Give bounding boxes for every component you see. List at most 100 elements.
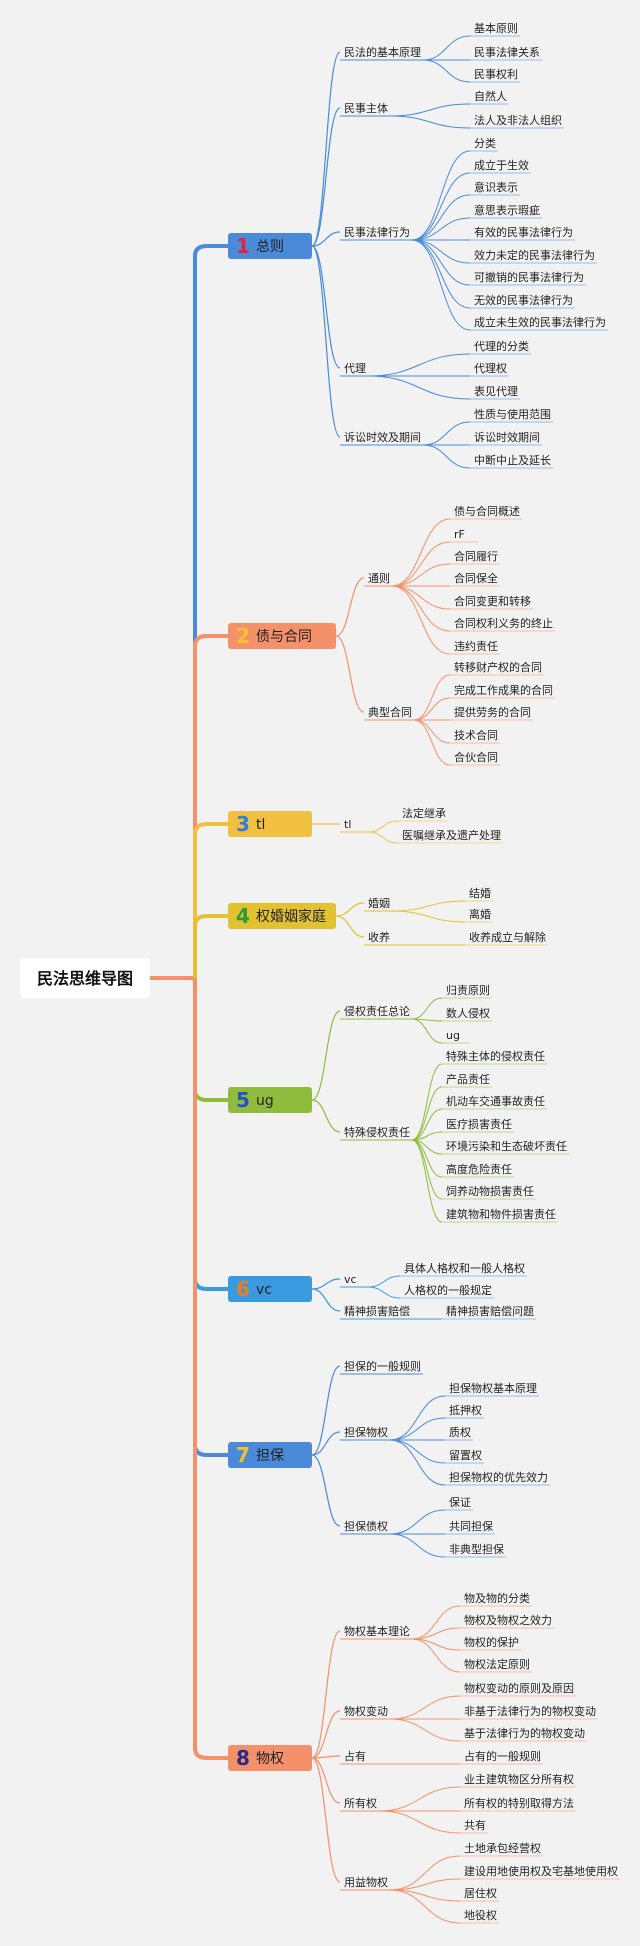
subtopic-node[interactable]: 特殊侵权责任 — [344, 1125, 410, 1139]
leaf-node[interactable]: 收养成立与解除 — [469, 930, 546, 944]
subtopic-node[interactable]: tl — [344, 818, 351, 831]
leaf-node[interactable]: 担保物权基本原理 — [449, 1381, 537, 1395]
subtopic-node[interactable]: 通则 — [368, 572, 390, 585]
leaf-node[interactable]: 无效的民事法律行为 — [474, 293, 573, 307]
subtopic-node[interactable]: 民法的基本原理 — [344, 45, 421, 59]
subtopic-node[interactable]: 担保物权 — [344, 1425, 388, 1439]
leaf-node[interactable]: 表见代理 — [474, 384, 518, 398]
subtopic-node[interactable]: 代理 — [344, 362, 366, 375]
leaf-node[interactable]: 非典型担保 — [449, 1542, 504, 1556]
leaf-node[interactable]: 医疗损害责任 — [446, 1117, 512, 1131]
leaf-node[interactable]: 物权及物权之效力 — [464, 1613, 552, 1627]
leaf-node[interactable]: 民事权利 — [474, 68, 518, 81]
leaf-node[interactable]: rF — [454, 528, 465, 541]
leaf-node[interactable]: 人格权的一般规定 — [404, 1283, 492, 1297]
leaf-node[interactable]: 法定继承 — [402, 806, 446, 820]
leaf-node[interactable]: 担保物权的优先效力 — [449, 1470, 548, 1484]
subtopic-node[interactable]: 精神损害赔偿 — [344, 1304, 410, 1318]
leaf-node[interactable]: 提供劳务的合同 — [454, 705, 531, 719]
leaf-node[interactable]: 离婚 — [469, 907, 491, 921]
leaf-node[interactable]: 所有权的特别取得方法 — [464, 1796, 574, 1810]
leaf-node[interactable]: 结婚 — [469, 886, 491, 900]
leaf-node[interactable]: 意思表示瑕疵 — [474, 203, 540, 217]
leaf-node[interactable]: 归责原则 — [446, 983, 490, 997]
leaf-node[interactable]: 完成工作成果的合同 — [454, 683, 553, 697]
subtopic-node[interactable]: 诉讼时效及期间 — [344, 430, 421, 444]
leaf-node[interactable]: 环境污染和生态破坏责任 — [446, 1139, 567, 1153]
leaf-node[interactable]: ug — [446, 1029, 460, 1042]
leaf-node[interactable]: 合同变更和转移 — [454, 594, 531, 608]
leaf-node[interactable]: 留置权 — [449, 1449, 482, 1462]
leaf-node[interactable]: 机动车交通事故责任 — [446, 1094, 545, 1108]
leaf-node[interactable]: 意识表示 — [474, 180, 518, 194]
subtopic-node[interactable]: 占有 — [344, 1749, 366, 1763]
subtopic-node[interactable]: 侵权责任总论 — [344, 1004, 410, 1018]
subtopic-node[interactable]: 婚姻 — [368, 896, 390, 910]
subtopic-node[interactable]: 物权基本理论 — [344, 1624, 410, 1638]
leaf-node[interactable]: 特殊主体的侵权责任 — [446, 1049, 545, 1063]
subtopic-node[interactable]: 收养 — [368, 930, 390, 944]
leaf-node[interactable]: 技术合同 — [454, 728, 498, 742]
leaf-node[interactable]: 合同保全 — [454, 571, 498, 585]
leaf-node[interactable]: 可撤销的民事法律行为 — [474, 270, 584, 284]
subtopic-node[interactable]: vc — [344, 1273, 357, 1286]
leaf-node[interactable]: 饲养动物损害责任 — [446, 1184, 534, 1198]
leaf-node[interactable]: 性质与使用范围 — [474, 407, 551, 421]
leaf-node[interactable]: 基于法律行为的物权变动 — [464, 1726, 585, 1740]
leaf-node[interactable]: 诉讼时效期间 — [474, 430, 540, 444]
leaf-node[interactable]: 自然人 — [474, 89, 507, 103]
leaf-node[interactable]: 保证 — [449, 1495, 471, 1509]
leaf-node[interactable]: 居住权 — [464, 1886, 497, 1900]
leaf-node[interactable]: 共有 — [464, 1818, 486, 1832]
subtopic-node[interactable]: 民事法律行为 — [344, 225, 410, 239]
leaf-node[interactable]: 物权变动的原则及原因 — [464, 1681, 574, 1695]
leaf-node[interactable]: 业主建筑物区分所有权 — [464, 1772, 574, 1786]
leaf-node[interactable]: 物权法定原则 — [464, 1657, 530, 1671]
leaf-node[interactable]: 转移财产权的合同 — [454, 660, 542, 674]
leaf-node[interactable]: 建筑物和物件损害责任 — [446, 1207, 556, 1221]
leaf-node[interactable]: 产品责任 — [446, 1072, 490, 1086]
leaf-node[interactable]: 有效的民事法律行为 — [474, 225, 573, 239]
subtopic-node[interactable]: 担保债权 — [344, 1519, 388, 1533]
leaf-node[interactable]: 质权 — [449, 1426, 471, 1439]
leaf-node[interactable]: 地役权 — [464, 1908, 497, 1922]
leaf-node[interactable]: 数人侵权 — [446, 1007, 490, 1020]
leaf-node[interactable]: 代理的分类 — [474, 339, 529, 353]
leaf-node[interactable]: 中断中止及延长 — [474, 453, 551, 467]
leaf-node[interactable]: 土地承包经营权 — [464, 1841, 541, 1855]
leaf-node[interactable]: 医嘱继承及遗产处理 — [402, 828, 501, 842]
leaf-node[interactable]: 物及物的分类 — [464, 1591, 530, 1605]
leaf-node[interactable]: 成立未生效的民事法律行为 — [474, 315, 606, 329]
subtopic-node[interactable]: 用益物权 — [344, 1875, 388, 1889]
leaf-node[interactable]: 合伙合同 — [454, 750, 498, 764]
leaf-node[interactable]: 分类 — [474, 136, 496, 150]
subtopic-node[interactable]: 典型合同 — [368, 705, 412, 719]
leaf-node[interactable]: 民事法律关系 — [474, 45, 540, 59]
subtopic-node[interactable]: 民事主体 — [344, 101, 388, 115]
leaf-node[interactable]: 合同权利义务的终止 — [454, 616, 553, 630]
leaf-node[interactable]: 合同履行 — [454, 549, 498, 563]
leaf-node[interactable]: 占有的一般规则 — [464, 1749, 541, 1763]
leaf-node[interactable]: 物权的保护 — [464, 1635, 519, 1649]
subtopic-node[interactable]: 所有权 — [344, 1796, 377, 1810]
leaf-node[interactable]: 建设用地使用权及宅基地使用权 — [464, 1864, 618, 1878]
leaf-node[interactable]: 精神损害赔偿问题 — [446, 1304, 534, 1318]
leaf-node[interactable]: 法人及非法人组织 — [474, 113, 562, 127]
leaf-node[interactable]: 违约责任 — [454, 640, 498, 653]
leaf-node[interactable]: 代理权 — [474, 362, 507, 375]
leaf-node[interactable]: 共同担保 — [449, 1519, 493, 1533]
leaf-node[interactable]: 债与合同概述 — [454, 504, 520, 518]
leaf-node[interactable]: 基本原则 — [474, 21, 518, 35]
subtopic-node[interactable]: 物权变动 — [344, 1704, 388, 1718]
root-node[interactable]: 民法思维导图 — [20, 958, 150, 998]
leaf-node[interactable]: 抵押权 — [449, 1403, 482, 1417]
leaf-node[interactable]: 效力未定的民事法律行为 — [474, 248, 595, 262]
leaf-node[interactable]: 成立于生效 — [474, 158, 529, 172]
